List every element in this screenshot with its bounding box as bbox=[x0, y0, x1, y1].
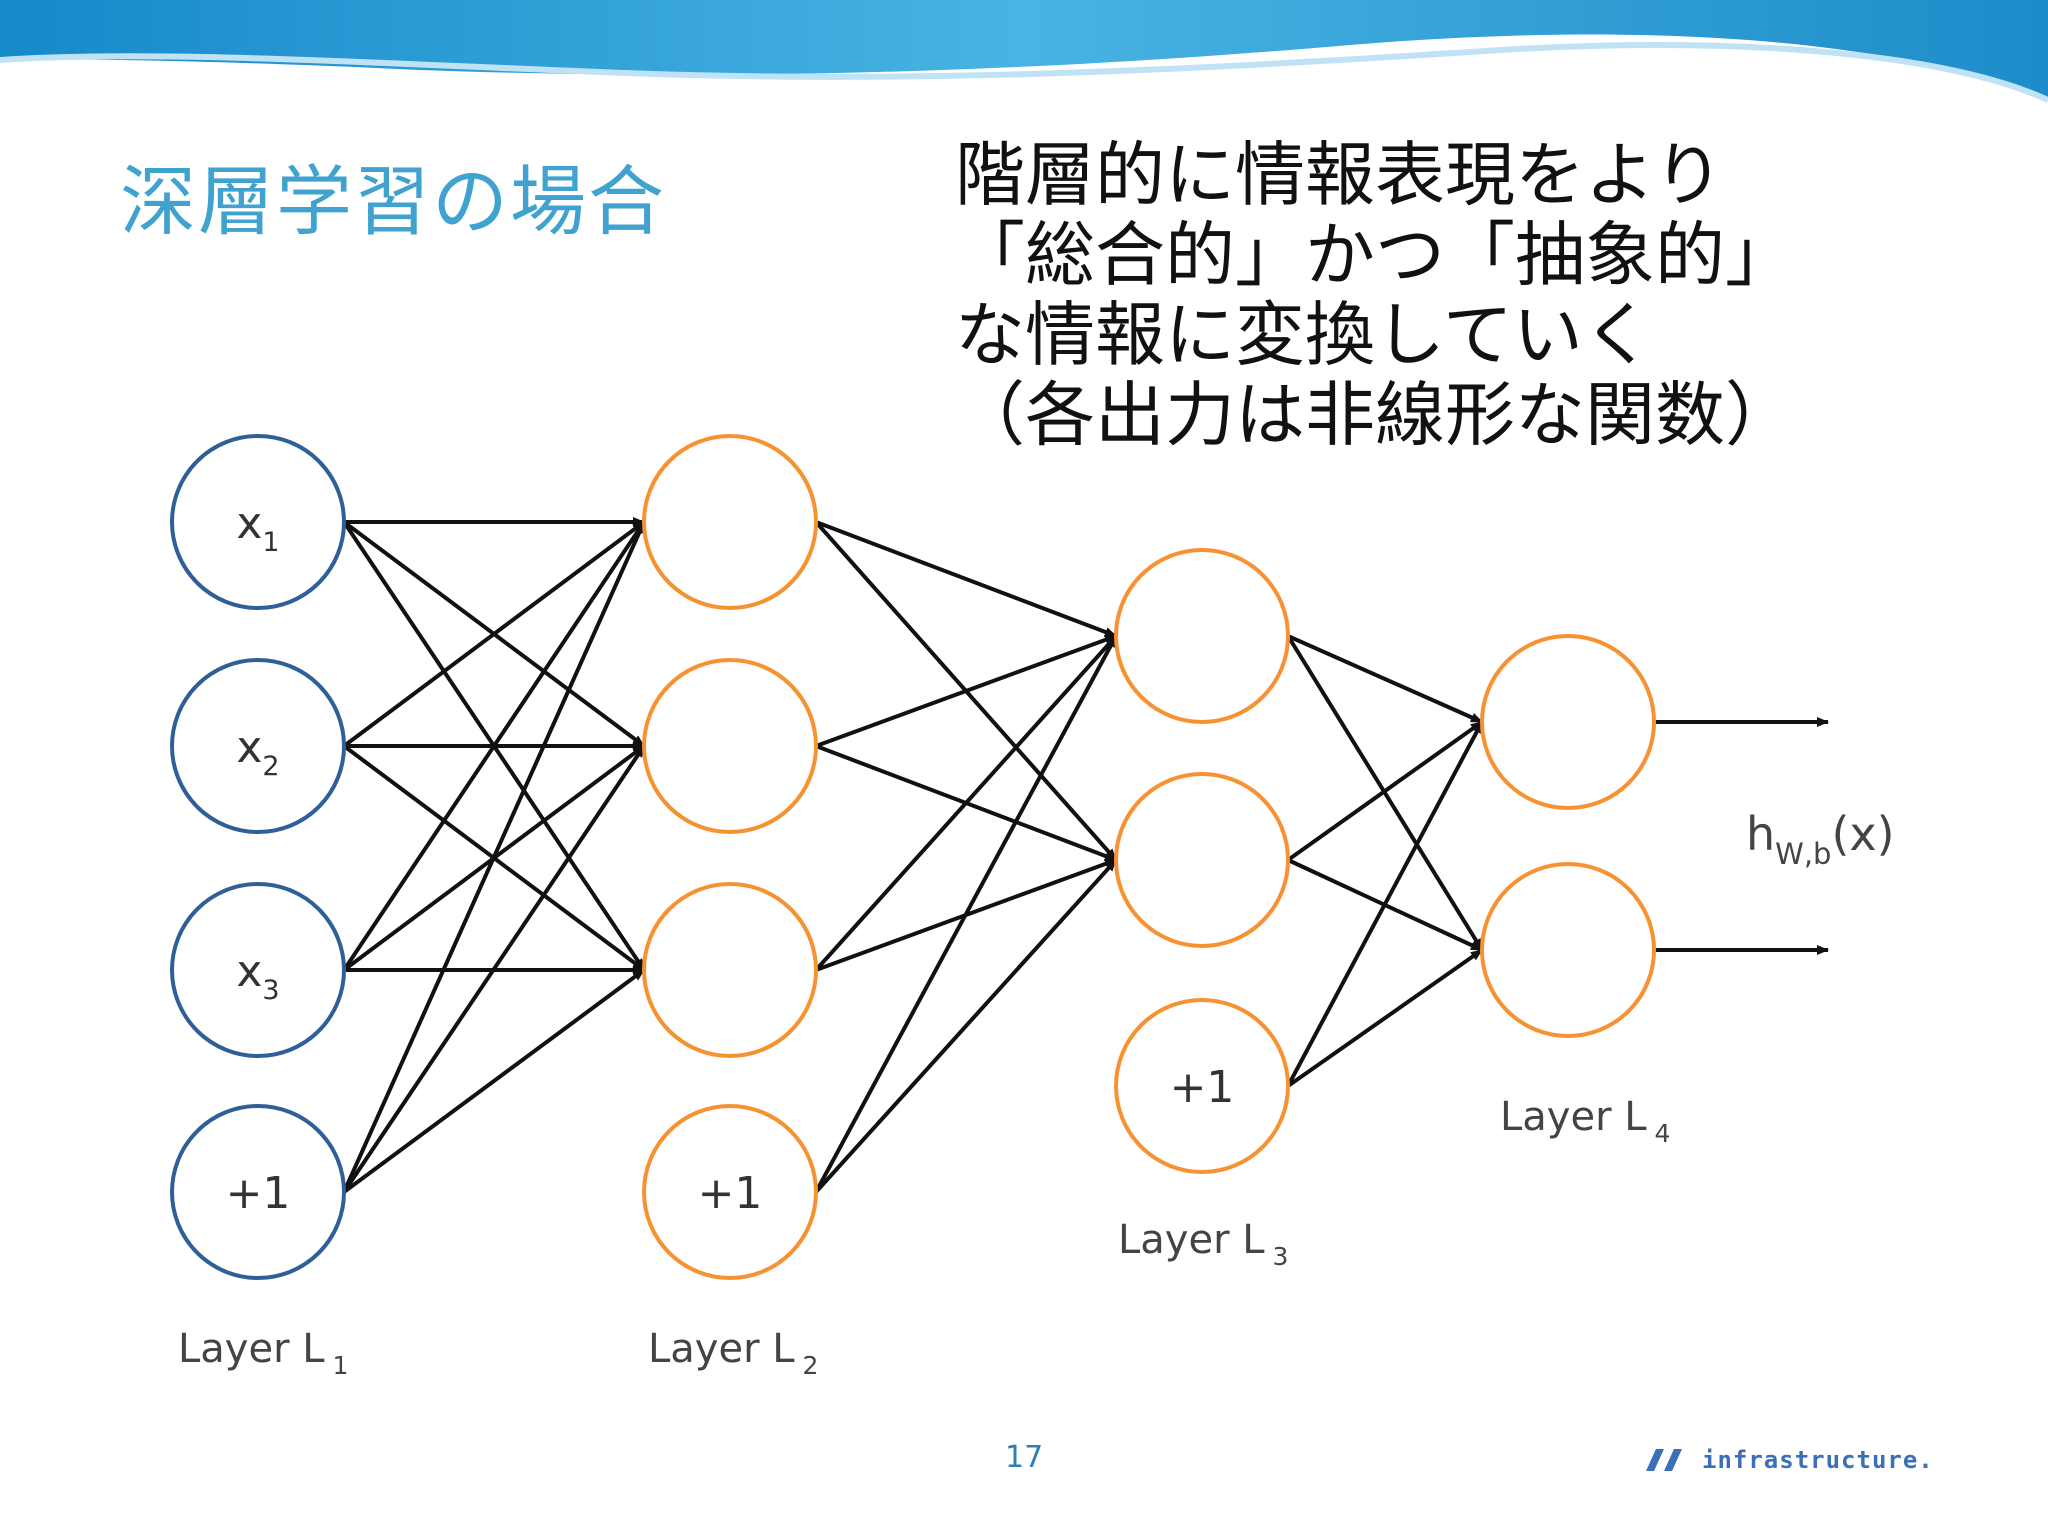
layer-label: Layer L 2 bbox=[648, 1326, 818, 1380]
neuron-node bbox=[1114, 548, 1290, 724]
connection-edge bbox=[814, 858, 1118, 1194]
neuron-node bbox=[642, 658, 818, 834]
connection-edge bbox=[342, 520, 646, 748]
bias-node bbox=[170, 1104, 346, 1280]
output-function-label: hW,b(x) bbox=[1746, 807, 1895, 871]
layer-label: Layer L 4 bbox=[1500, 1094, 1670, 1148]
bias-node bbox=[642, 1104, 818, 1280]
connection-edge bbox=[1286, 721, 1484, 1087]
neuron-node bbox=[170, 434, 346, 610]
neuron-node bbox=[1480, 634, 1656, 810]
description-line: 「総合的」かつ「抽象的」 bbox=[955, 214, 1795, 296]
header-wave-banner bbox=[0, 0, 2048, 103]
bias-node-label: +1 bbox=[1170, 1062, 1235, 1113]
nodes-group: x1 x2 x3 +1 +1 +1 bbox=[170, 434, 1656, 1280]
input-node-label: x2 bbox=[236, 722, 279, 782]
layer-label: Layer L 1 bbox=[178, 1326, 348, 1380]
connection-edge bbox=[342, 968, 646, 1194]
connection-edge bbox=[1286, 948, 1484, 1088]
neuron-node bbox=[1480, 862, 1656, 1038]
connection-edge bbox=[815, 520, 1117, 638]
slide-title: 深層学習の場合 bbox=[120, 157, 666, 246]
logo-text: infrastructure. bbox=[1702, 1446, 1934, 1474]
description-text: 階層的に情報表現をより 「総合的」かつ「抽象的」 な情報に変換していく （各出力… bbox=[955, 135, 1795, 455]
connection-edge bbox=[1286, 720, 1484, 862]
layer-label: Layer L 3 bbox=[1118, 1217, 1288, 1271]
labels-group: Layer L 1 Layer L 2 Layer L 3 Layer L 4 hW,b… bbox=[178, 807, 1895, 1380]
neuron-node bbox=[170, 882, 346, 1058]
bias-node bbox=[1114, 998, 1290, 1174]
company-logo: infrastructure. bbox=[1640, 1440, 1934, 1480]
connection-edge bbox=[814, 635, 1118, 1193]
description-line: 階層的に情報表現をより bbox=[955, 134, 1724, 216]
neuron-node bbox=[170, 658, 346, 834]
description-line: な情報に変換していく bbox=[955, 294, 1653, 376]
connection-edge bbox=[342, 744, 646, 1194]
connection-edge bbox=[815, 634, 1117, 748]
connection-edge bbox=[814, 634, 1118, 972]
page-number: 17 bbox=[1005, 1440, 1044, 1475]
connection-edge bbox=[1287, 634, 1483, 724]
input-node-label: x1 bbox=[236, 498, 279, 558]
logo-mark-icon bbox=[1646, 1449, 1682, 1471]
connection-edge bbox=[342, 520, 646, 972]
input-node-label: x3 bbox=[236, 946, 279, 1006]
description-line: （各出力は非線形な関数） bbox=[955, 374, 1795, 456]
neuron-node bbox=[642, 882, 818, 1058]
bias-node-label: +1 bbox=[698, 1168, 763, 1219]
connection-edge bbox=[342, 521, 646, 1193]
edges-group bbox=[342, 517, 1829, 1194]
neuron-node bbox=[642, 434, 818, 610]
bias-node-label: +1 bbox=[226, 1168, 291, 1219]
neuron-node bbox=[1114, 772, 1290, 948]
